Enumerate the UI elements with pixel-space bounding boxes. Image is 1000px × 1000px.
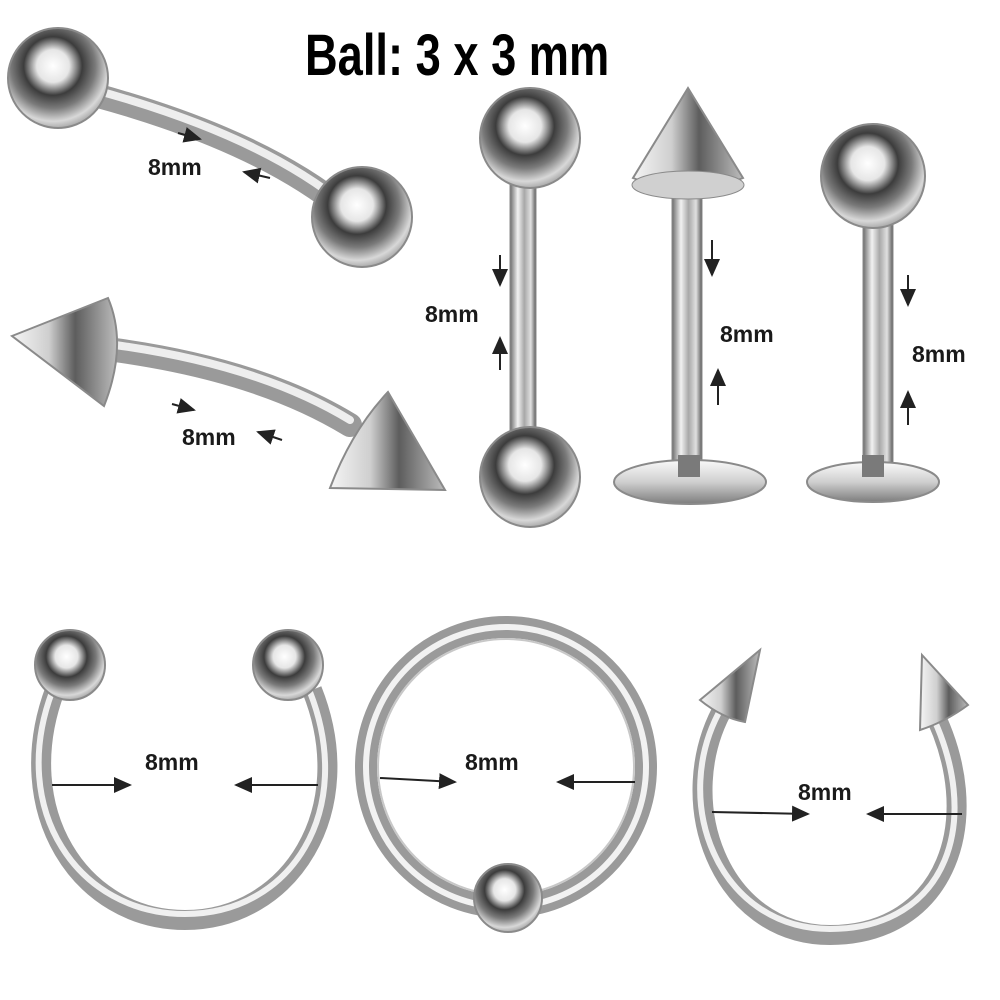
straight-barbell-size-label: 8mm: [425, 301, 479, 327]
labret-ball: 8mm: [806, 123, 966, 503]
curved-spike-barbell: 8mm: [9, 296, 447, 492]
curved-spike-size-label: 8mm: [182, 424, 236, 450]
horseshoe-ball-size-label: 8mm: [145, 749, 199, 775]
horseshoe-spike-size-label: 8mm: [798, 779, 852, 805]
captive-ring-size-label: 8mm: [465, 749, 519, 775]
labret-spike: 8mm: [613, 86, 774, 505]
labret-spike-size-label: 8mm: [720, 321, 774, 347]
horseshoe-ball: 8mm: [31, 629, 338, 931]
curved-ball-size-label: 8mm: [148, 154, 202, 180]
labret-ball-size-label: 8mm: [912, 341, 966, 367]
horseshoe-spike: 8mm: [692, 647, 970, 946]
straight-barbell: 8mm: [425, 87, 581, 528]
ball-size-title: Ball: 3 x 3 mm: [305, 23, 610, 88]
captive-bead-ring: 8mm: [355, 616, 657, 933]
curved-ball-barbell: 8mm: [7, 27, 413, 268]
